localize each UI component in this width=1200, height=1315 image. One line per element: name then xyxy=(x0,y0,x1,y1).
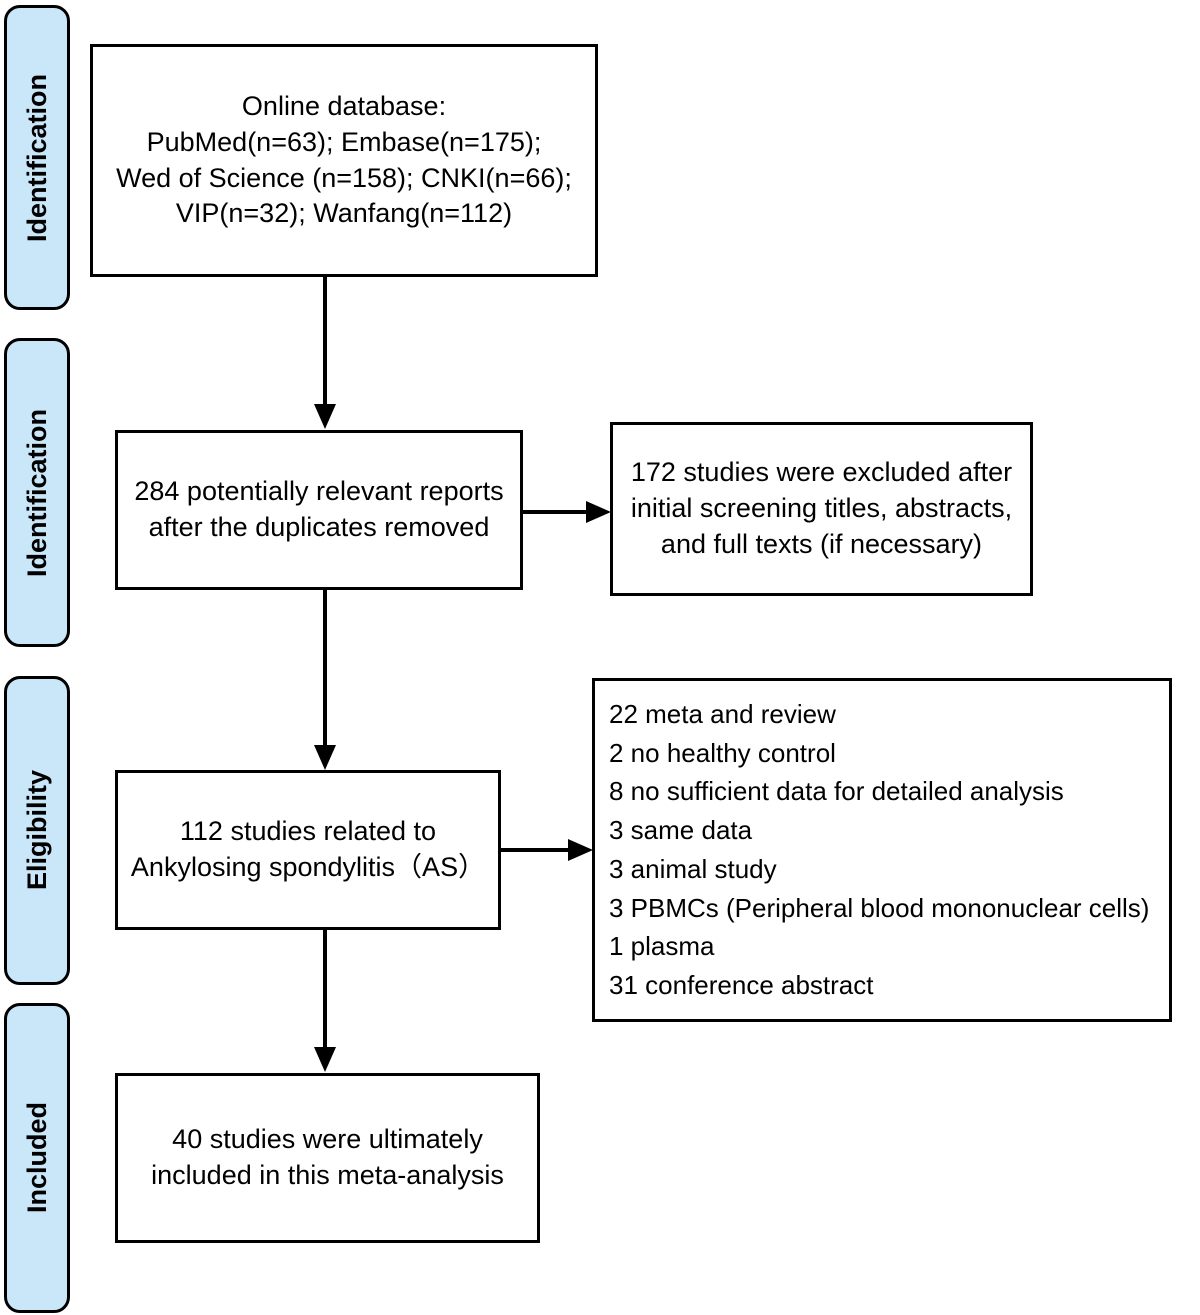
arrow-deduplicated-to-screening-excluded xyxy=(523,501,611,523)
stage-tab-included: Included xyxy=(4,1003,70,1313)
exclusion-reason: 3 same data xyxy=(609,815,753,846)
box-line: 40 studies were ultimately xyxy=(172,1124,483,1155)
box-line: after the duplicates removed xyxy=(148,512,490,542)
box-line: Online database: xyxy=(241,90,447,121)
box-line: Ankylosing spondylitis（AS） xyxy=(130,852,486,882)
stage-tab-eligibility: Eligibility xyxy=(4,676,70,985)
box-excluded-at-screening: 172 studies were excluded after initial … xyxy=(610,422,1033,596)
box-online-database-sources: Online database: PubMed(n=63); Embase(n=… xyxy=(90,44,598,277)
arrow-deduplicated-to-eligible xyxy=(314,590,336,770)
arrow-eligible-to-included xyxy=(314,930,336,1072)
arrow-eligible-to-eligibility-excluded xyxy=(501,839,593,861)
arrow-sources-to-deduplicated xyxy=(314,277,336,429)
box-after-duplicates-removed: 284 potentially relevant reports after t… xyxy=(115,430,523,590)
stage-tab-identification-2: Identification xyxy=(4,338,70,647)
exclusion-reason: 1 plasma xyxy=(609,931,715,962)
box-line: initial screening titles, abstracts, xyxy=(630,493,1013,524)
box-line: and full texts (if necessary) xyxy=(660,528,983,559)
stage-tab-identification-1: Identification xyxy=(4,5,70,310)
stage-tab-label: Included xyxy=(21,1102,52,1214)
exclusion-reason: 2 no healthy control xyxy=(609,737,836,768)
stage-tab-label: Identification xyxy=(21,73,52,242)
stage-tab-label: Eligibility xyxy=(21,770,52,891)
exclusion-reason: 3 PBMCs (Peripheral blood mononuclear ce… xyxy=(609,892,1150,923)
box-line: 172 studies were excluded after xyxy=(630,457,1013,488)
exclusion-reason: 8 no sufficient data for detailed analys… xyxy=(609,776,1064,807)
box-studies-included: 40 studies were ultimately included in t… xyxy=(115,1073,540,1243)
box-line: 112 studies related to xyxy=(179,816,437,847)
stage-tab-label: Identification xyxy=(21,408,52,577)
exclusion-reason: 31 conference abstract xyxy=(609,970,874,1001)
exclusion-reason: 3 animal study xyxy=(609,853,777,884)
box-line: PubMed(n=63); Embase(n=175); xyxy=(146,126,542,157)
box-studies-related-to-as: 112 studies related to Ankylosing spondy… xyxy=(115,770,501,930)
exclusion-reason: 22 meta and review xyxy=(609,699,836,729)
box-line: VIP(n=32); Wanfang(n=112) xyxy=(175,198,513,229)
box-line: Wed of Science (n=158); CNKI(n=66); xyxy=(116,162,572,193)
box-eligibility-excluded-reasons: 22 meta and review 2 no healthy control … xyxy=(592,678,1172,1022)
box-line: included in this meta-analysis xyxy=(151,1160,504,1190)
box-line: 284 potentially relevant reports xyxy=(134,476,504,507)
